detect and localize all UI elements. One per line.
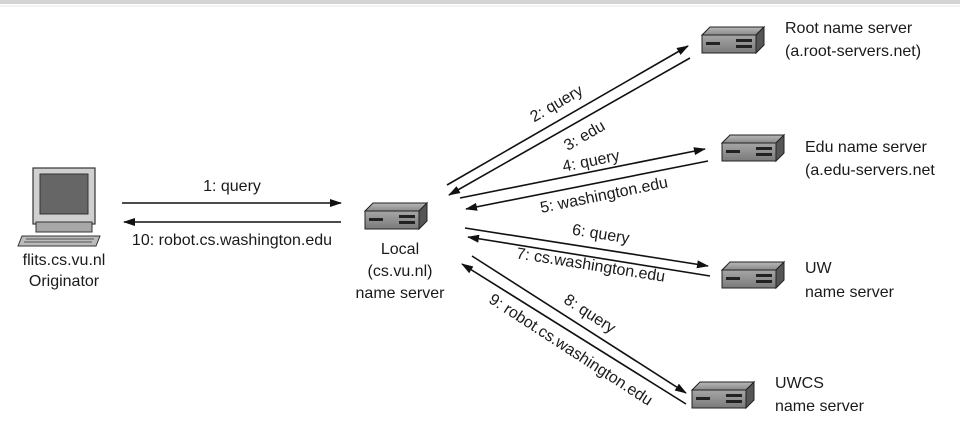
root-server-label-2: (a.root-servers.net): [785, 43, 921, 60]
edu-server-label-1: Edu name server: [805, 139, 928, 156]
msg-1-label: 1: query: [203, 178, 261, 195]
msg-5-label: 5: washington.edu: [539, 174, 670, 217]
uw-server-icon: [721, 261, 785, 289]
edu-server-icon: [721, 134, 785, 162]
computer-icon: [17, 167, 101, 247]
uwcs-server-icon: [691, 381, 755, 409]
msg-10-label: 10: robot.cs.washington.edu: [132, 232, 332, 249]
local-server-label-2: (cs.vu.nl): [368, 263, 433, 280]
local-server-icon: [364, 202, 428, 230]
msg-3-label: 3: edu: [561, 118, 608, 155]
uwcs-server-label-1: UWCS: [775, 375, 824, 392]
root-server-label-1: Root name server: [785, 20, 913, 37]
local-server-label-3: name server: [356, 285, 446, 302]
arrow-4-query: [459, 147, 706, 199]
arrow-8-query: [471, 255, 687, 394]
uw-server-label-2: name server: [805, 284, 895, 301]
originator-host-label: flits.cs.vu.nl: [23, 252, 106, 269]
local-server-label-1: Local: [381, 241, 419, 258]
arrow-5-washington: [465, 160, 709, 211]
arrow-3-edu: [448, 57, 691, 196]
edu-server-label-2: (a.edu-servers.net: [805, 162, 935, 179]
msg-6-label: 6: query: [571, 222, 631, 248]
msg-2-label: 2: query: [527, 82, 586, 126]
arrow-2-query: [446, 45, 689, 186]
uwcs-server-label-2: name server: [775, 398, 865, 415]
root-server-icon: [701, 26, 765, 54]
msg-7-label: 7: cs.washington.edu: [515, 245, 666, 285]
arrow-9-robot: [461, 263, 687, 405]
originator-role-label: Originator: [29, 273, 100, 290]
arrow-6-query: [464, 227, 709, 269]
arrow-7-cs-washington: [467, 234, 711, 277]
top-border: [0, 0, 960, 4]
uw-server-label-1: UW: [805, 260, 833, 277]
